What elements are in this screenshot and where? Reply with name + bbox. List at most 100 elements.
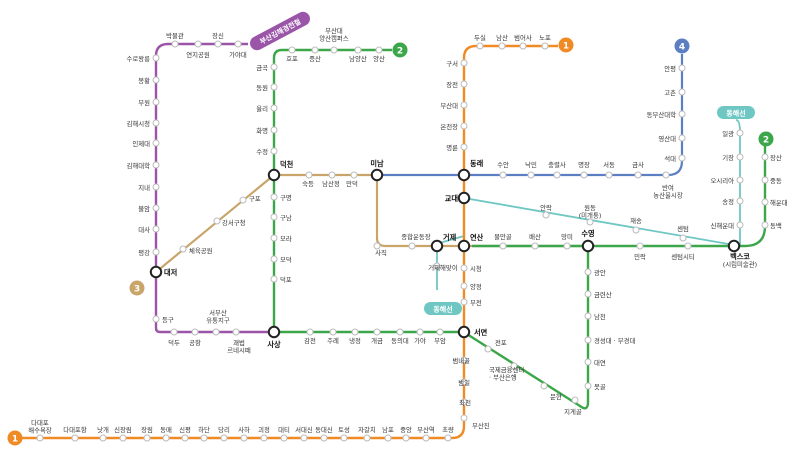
station-bexco[interactable] — [727, 239, 741, 253]
station-goejeong[interactable] — [260, 434, 268, 442]
station-bonghwang[interactable] — [152, 76, 160, 84]
line2-right-badge[interactable]: 2 — [758, 131, 774, 147]
station-sinjangnim[interactable] — [119, 434, 127, 442]
station-toseong[interactable] — [340, 434, 348, 442]
station-sasang[interactable] — [267, 325, 281, 339]
station-naengjeong[interactable] — [351, 328, 359, 336]
station-dongnae[interactable] — [457, 168, 471, 182]
station-wondong[interactable] — [586, 218, 594, 226]
station-mora[interactable] — [270, 234, 278, 242]
station-chungnyeolsa[interactable] — [553, 171, 561, 179]
station-buam[interactable] — [436, 328, 444, 336]
station-gaya[interactable] — [416, 328, 424, 336]
station-dadaepo-port[interactable] — [71, 434, 79, 442]
station-sujeong[interactable] — [270, 147, 278, 155]
station-buwon[interactable] — [152, 98, 160, 106]
station-seodaesin[interactable] — [300, 434, 308, 442]
station-sinpyeong[interactable] — [181, 434, 189, 442]
station-gochon[interactable] — [678, 88, 686, 96]
station-sports-complex[interactable] — [408, 242, 416, 250]
station-dongbusan-college[interactable] — [678, 110, 686, 118]
station-deokpo[interactable] — [270, 275, 278, 283]
station-mulmangol[interactable] — [499, 242, 507, 250]
station-gwangan[interactable] — [584, 268, 592, 276]
gimhae-line-badge[interactable]: 부산김해경전철 — [248, 9, 313, 52]
station-beomnaegol[interactable] — [460, 356, 468, 364]
station-gumyeong[interactable] — [270, 193, 278, 201]
station-centum-city[interactable] — [684, 242, 692, 250]
station-jungdong[interactable] — [761, 176, 769, 184]
station-hadan[interactable] — [200, 434, 208, 442]
station-hopo[interactable] — [288, 46, 296, 54]
station-deokdu[interactable] — [170, 328, 178, 336]
station-sicheong[interactable] — [460, 264, 468, 272]
station-buram[interactable] — [152, 204, 160, 212]
station-choryang[interactable] — [444, 434, 452, 442]
station-dusil[interactable] — [476, 42, 484, 50]
station-daesa[interactable] — [152, 225, 160, 233]
station-dadaepo-beach[interactable] — [36, 434, 44, 442]
station-jangjeon[interactable] — [460, 80, 468, 88]
station-yangjeong[interactable] — [460, 282, 468, 290]
station-namsan[interactable] — [498, 42, 506, 50]
station-haeundae[interactable] — [761, 198, 769, 206]
station-gupo[interactable] — [239, 196, 247, 204]
station-songjeong[interactable] — [736, 197, 744, 205]
line1-bottom-badge[interactable]: 1 — [7, 430, 23, 446]
station-airport[interactable] — [191, 328, 199, 336]
station-anpyeong[interactable] — [678, 64, 686, 72]
station-natgae[interactable] — [99, 434, 107, 442]
station-namyangsan[interactable] — [354, 46, 362, 54]
station-pyeonggang[interactable] — [152, 248, 160, 256]
donghae-line-top-badge[interactable]: 동해선 — [717, 106, 755, 119]
station-minam[interactable] — [370, 168, 384, 182]
station-yeonji-park[interactable] — [194, 40, 202, 48]
station-sports-park[interactable] — [179, 245, 187, 253]
station-jangnim[interactable] — [143, 434, 151, 442]
station-munhyeon[interactable] — [540, 382, 548, 390]
station-geoje[interactable] — [430, 239, 444, 253]
station-dongmae[interactable] — [162, 434, 170, 442]
station-gyodae[interactable] — [457, 191, 471, 205]
station-dongbaek[interactable] — [761, 221, 769, 229]
station-ilgwang[interactable] — [736, 129, 744, 137]
station-beomeosa[interactable] — [519, 42, 527, 50]
station-banyeo[interactable] — [662, 171, 670, 179]
station-mandeok[interactable] — [350, 171, 358, 179]
station-yangsan[interactable] — [375, 46, 383, 54]
station-geumgok[interactable] — [270, 63, 278, 71]
station-dongwon[interactable] — [270, 83, 278, 91]
station-namsanjeong[interactable] — [328, 171, 336, 179]
station-gamjeon[interactable] — [306, 328, 314, 336]
station-osiria[interactable] — [736, 176, 744, 184]
station-nakmin[interactable] — [527, 171, 535, 179]
station-namcheon[interactable] — [584, 312, 592, 320]
station-oncheonjang[interactable] — [460, 122, 468, 130]
station-myeongjang[interactable] — [580, 171, 588, 179]
station-nopo[interactable] — [541, 42, 549, 50]
station-gijang[interactable] — [736, 153, 744, 161]
station-gimhae-college[interactable] — [152, 161, 160, 169]
station-suro[interactable] — [152, 54, 160, 62]
station-suyeong[interactable] — [581, 239, 595, 253]
station-bujeon[interactable] — [460, 298, 468, 306]
station-sinhaeundae[interactable] — [736, 221, 744, 229]
station-gimhae-cityhall[interactable] — [152, 119, 160, 127]
station-gaegeum[interactable] — [373, 328, 381, 336]
station-jangsan[interactable] — [761, 153, 769, 161]
line1-top-badge[interactable]: 1 — [558, 37, 574, 53]
station-gaya-univ[interactable] — [234, 40, 242, 48]
station-seokdae[interactable] — [678, 154, 686, 162]
station-youngsan-univ[interactable] — [678, 134, 686, 142]
station-baesan[interactable] — [531, 242, 539, 250]
station-daeyeon[interactable] — [584, 358, 592, 366]
station-suan[interactable] — [499, 171, 507, 179]
line2-top-badge[interactable]: 2 — [392, 42, 408, 58]
station-deokcheon[interactable] — [267, 168, 281, 182]
station-busan-univ[interactable] — [460, 101, 468, 109]
station-yeonsan[interactable] — [457, 239, 471, 253]
station-sajik[interactable] — [373, 242, 381, 250]
station-mangmi[interactable] — [563, 242, 571, 250]
line4-badge[interactable]: 4 — [674, 38, 690, 54]
station-allak[interactable] — [542, 211, 550, 219]
